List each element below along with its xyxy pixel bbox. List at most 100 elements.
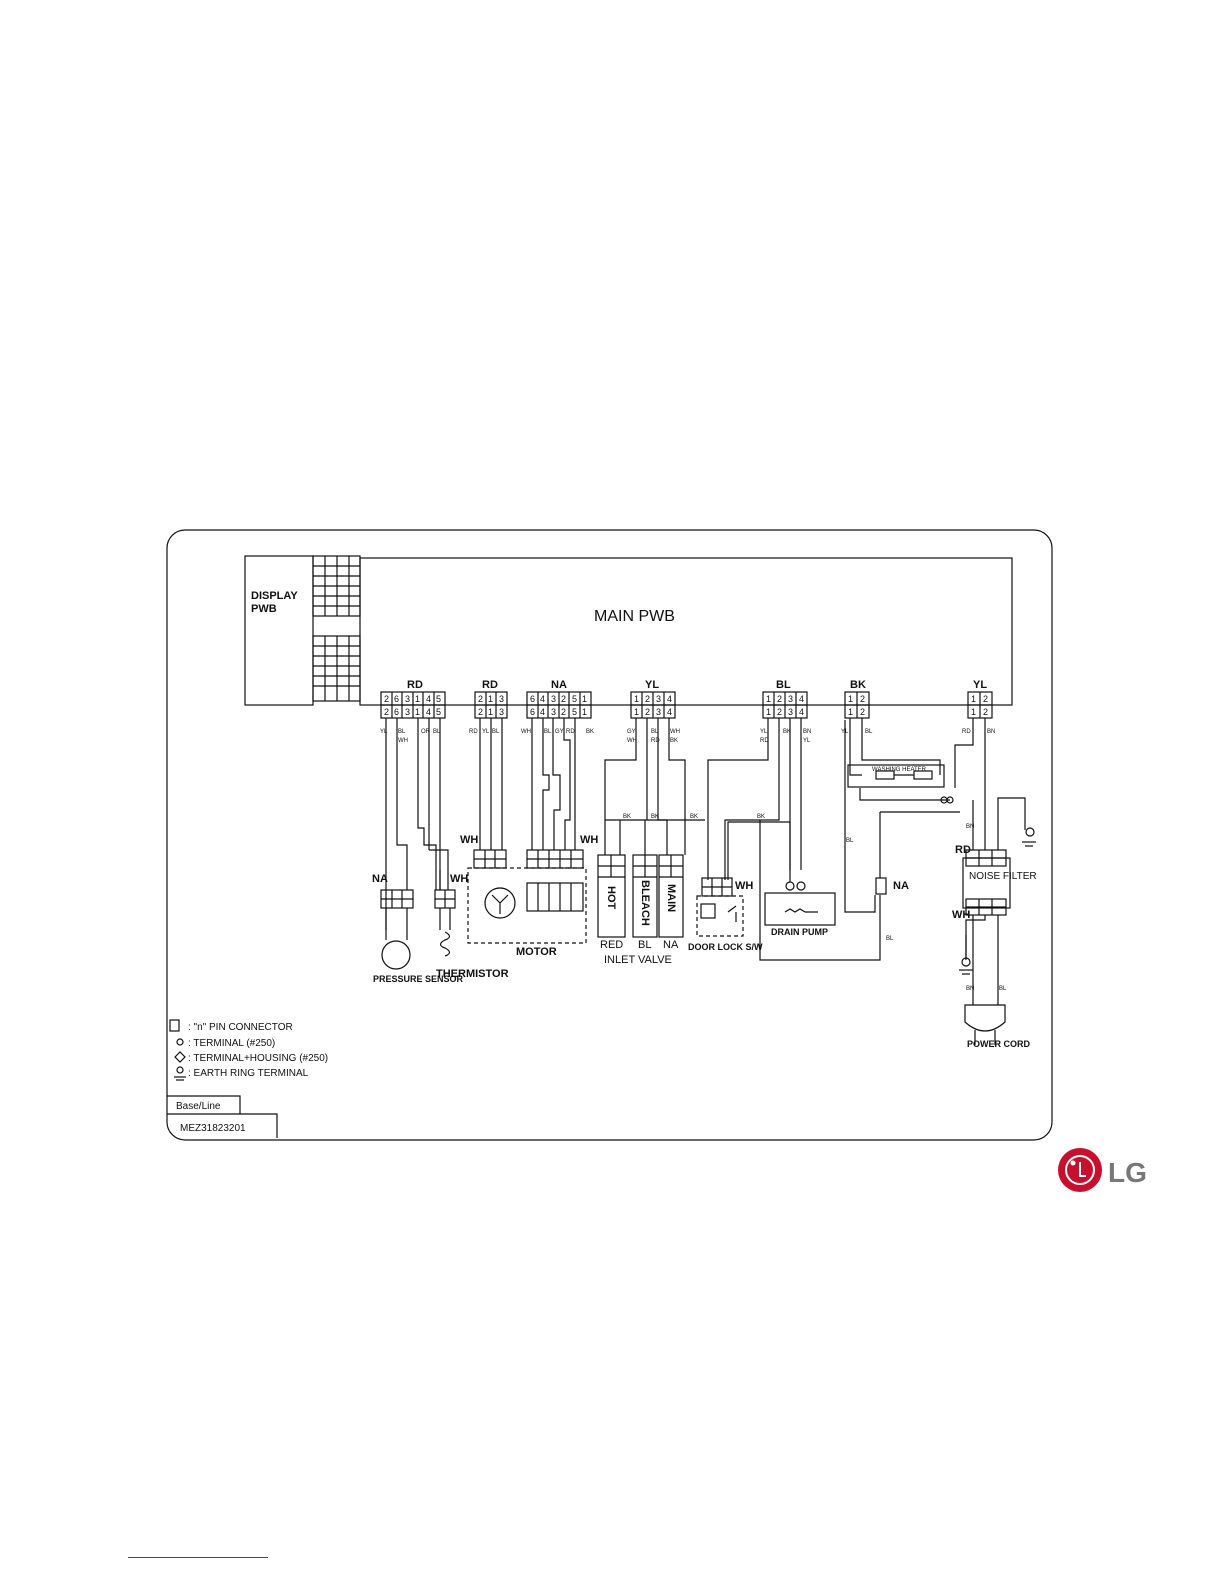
svg-text:BL: BL [886, 936, 894, 942]
svg-text:3: 3 [656, 707, 661, 717]
svg-text:BL: BL [999, 986, 1007, 992]
svg-text:BL: BL [398, 729, 406, 735]
legend-terminal-housing-icon [174, 1051, 186, 1063]
svg-text:5: 5 [572, 707, 577, 717]
legend-terminal-icon [176, 1038, 184, 1046]
svg-text:2: 2 [478, 694, 483, 704]
display-pwb-box [244, 555, 314, 706]
svg-text:BN: BN [987, 729, 995, 735]
svg-text:: TERMINAL+HOUSING (#250): : TERMINAL+HOUSING (#250) [188, 1053, 328, 1064]
svg-text:NA: NA [893, 880, 909, 892]
earth-ring-icon [959, 935, 973, 975]
svg-text:1: 1 [415, 694, 420, 704]
pins-connector-5: 11 22 33 44 [766, 694, 804, 717]
svg-text:1: 1 [766, 694, 771, 704]
svg-text:6: 6 [530, 694, 535, 704]
svg-text:LG: LG [1108, 1157, 1147, 1188]
svg-text:YL: YL [803, 738, 811, 744]
svg-text:RD: RD [955, 844, 971, 856]
connector-color-7: YL [973, 679, 987, 691]
svg-text:4: 4 [667, 707, 672, 717]
svg-text:1: 1 [582, 694, 587, 704]
legend-pin-icon [169, 1019, 180, 1032]
pressure-sensor-icon [381, 940, 411, 970]
svg-text:BK: BK [670, 738, 678, 744]
svg-text:THERMISTOR: THERMISTOR [436, 968, 509, 980]
svg-text:: EARTH RING TERMINAL: : EARTH RING TERMINAL [188, 1068, 309, 1079]
svg-text:BL: BL [492, 729, 500, 735]
svg-text:BL: BL [651, 729, 659, 735]
connector-color-2: RD [482, 679, 498, 691]
svg-text:BK: BK [757, 814, 765, 820]
wires-inlet-valve [604, 718, 705, 855]
svg-text:3: 3 [788, 707, 793, 717]
svg-text:PRESSURE SENSOR: PRESSURE SENSOR [373, 974, 464, 984]
svg-text:1: 1 [971, 707, 976, 717]
pins-connector-7: 1 1 2 2 [971, 694, 988, 717]
ribbon-connector-top [312, 555, 361, 617]
svg-text:1: 1 [488, 694, 493, 704]
base-line-label: Base/Line [176, 1101, 221, 1112]
svg-text:1: 1 [634, 707, 639, 717]
svg-text:1: 1 [848, 707, 853, 717]
pwb-connector-3 [526, 691, 592, 719]
svg-text:YL: YL [841, 729, 849, 735]
pins-connector-3: 66 44 33 22 55 11 [530, 694, 587, 717]
washing-heater-box [847, 764, 945, 788]
svg-text:2: 2 [983, 707, 988, 717]
svg-text:WASHING HEATER: WASHING HEATER [872, 767, 927, 773]
svg-text:4: 4 [540, 707, 545, 717]
svg-text:2: 2 [983, 694, 988, 704]
svg-text:6: 6 [530, 707, 535, 717]
svg-text:3: 3 [405, 707, 410, 717]
svg-text:INLET VALVE: INLET VALVE [604, 954, 672, 966]
side-labels: NA WH WH WH WH NA RD WH [372, 834, 971, 921]
svg-text:WH: WH [670, 729, 680, 735]
svg-text:5: 5 [436, 694, 441, 704]
na-connector-right [875, 877, 887, 895]
svg-text:WH: WH [627, 738, 637, 744]
svg-text:2: 2 [561, 694, 566, 704]
wires-door-lock [707, 718, 881, 961]
svg-text:DOOR LOCK S/W: DOOR LOCK S/W [688, 942, 763, 952]
lg-logo: LG [1058, 1148, 1147, 1192]
svg-text:BN: BN [966, 986, 974, 992]
part-number-label: MEZ31823201 [180, 1123, 246, 1134]
terminal-icon [785, 881, 795, 891]
svg-text:5: 5 [572, 694, 577, 704]
svg-text:WH: WH [735, 880, 753, 892]
pwb-connector-7 [967, 691, 993, 719]
pwb-connector-1 [380, 691, 446, 719]
svg-text:2: 2 [777, 694, 782, 704]
motor-terminal-block [526, 882, 584, 912]
svg-text:3: 3 [405, 694, 410, 704]
connector-color-5: BL [776, 679, 791, 691]
svg-text:BL: BL [638, 939, 651, 951]
svg-text:4: 4 [799, 707, 804, 717]
svg-text:3: 3 [788, 694, 793, 704]
valve-hot-label: HOT [605, 886, 617, 910]
svg-text:1: 1 [415, 707, 420, 717]
svg-text:OR: OR [421, 729, 431, 735]
svg-text:4: 4 [667, 694, 672, 704]
svg-text:4: 4 [426, 694, 431, 704]
display-pwb-label-1: DISPLAY [251, 590, 298, 602]
power-plug-icon [964, 1004, 1006, 1032]
svg-text:RED: RED [600, 939, 623, 951]
svg-text:BK: BK [783, 729, 791, 735]
svg-text:6: 6 [394, 707, 399, 717]
svg-text:BK: BK [651, 814, 659, 820]
svg-text:4: 4 [540, 694, 545, 704]
door-lock-box [696, 895, 744, 937]
svg-text:1: 1 [848, 694, 853, 704]
svg-text:RD: RD [760, 738, 769, 744]
valve-main-label: MAIN [665, 884, 677, 912]
svg-text:2: 2 [384, 707, 389, 717]
svg-text:1: 1 [971, 694, 976, 704]
pins-connector-4: 11 22 33 44 [634, 694, 672, 717]
svg-text:3: 3 [551, 707, 556, 717]
svg-text:4: 4 [799, 694, 804, 704]
legend: : "n" PIN CONNECTOR : TERMINAL (#250) : … [188, 1022, 328, 1079]
svg-text:WH: WH [398, 738, 408, 744]
svg-text:RD: RD [469, 729, 478, 735]
